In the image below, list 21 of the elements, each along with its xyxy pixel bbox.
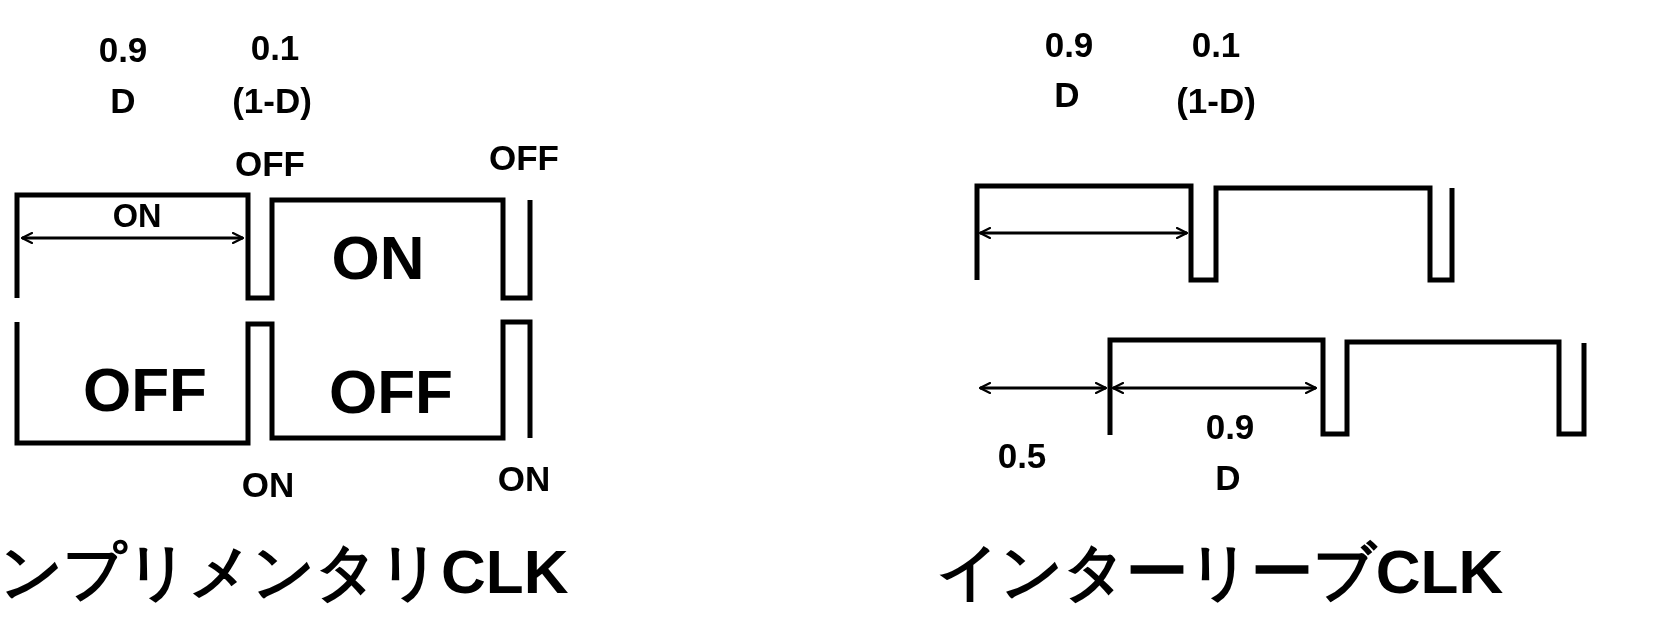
timing-label: D [1215,459,1241,495]
timing-label: ON [112,199,162,233]
timing-label: ON [241,466,295,502]
clock-title: インターリーブCLK [936,541,1504,603]
timing-label: ON [497,460,551,496]
timing-label: OFF [235,145,305,181]
timing-label: 0.5 [997,437,1047,473]
state-label: OFF [83,359,207,421]
timing-label: 0.9 [1044,26,1094,62]
state-label: ON [331,227,425,289]
clock-title: ンプリメンタリCLK [0,541,569,603]
state-label: OFF [329,361,453,423]
timing-label: 0.1 [1191,26,1241,62]
timing-label: (1-D) [232,82,312,118]
timing-label: 0.1 [250,29,300,65]
timing-label: 0.9 [98,31,148,67]
timing-label: D [1054,76,1080,112]
timing-label: (1-D) [1176,82,1256,118]
timing-label: 0.9 [1205,408,1255,444]
timing-label: D [110,82,136,118]
timing-label: OFF [489,139,559,175]
